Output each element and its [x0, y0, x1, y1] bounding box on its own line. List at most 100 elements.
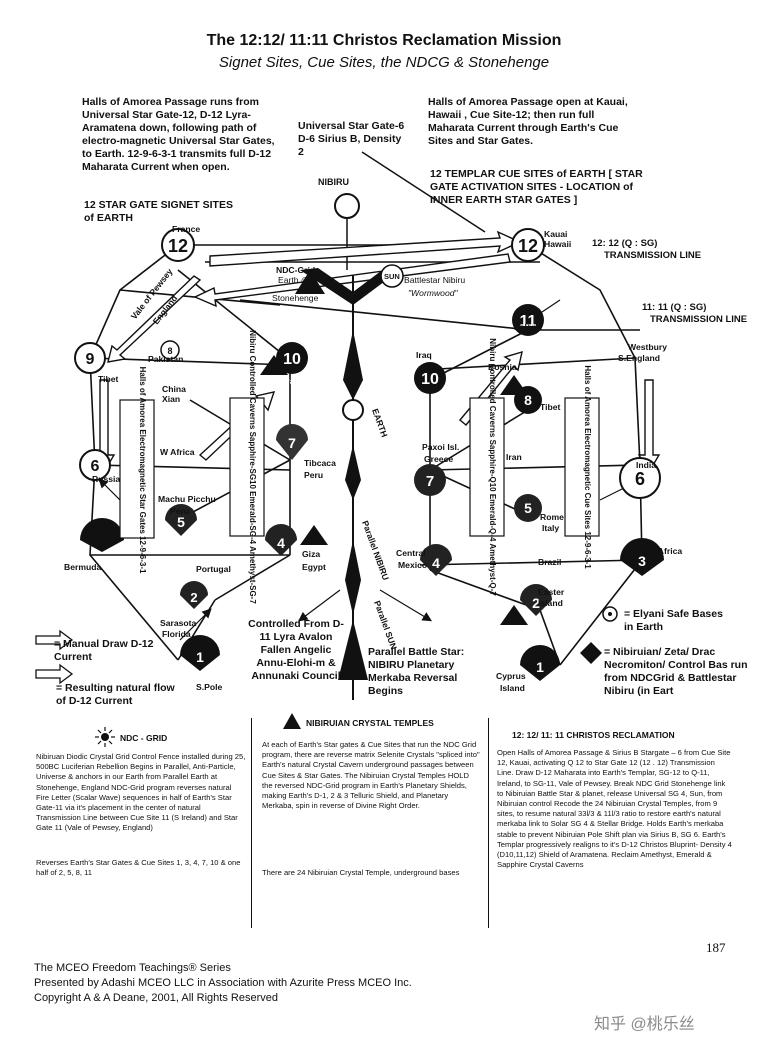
watermark: 知乎 @桃乐丝	[594, 1016, 695, 1033]
note-star-gate-6: Universal Star Gate-6 D-6 Sirius B, Dens…	[298, 120, 405, 158]
nibiruian-control-icon	[580, 642, 602, 664]
label-1212-line-b: TRANSMISSION LINE	[604, 250, 701, 261]
footer-presented-by: Presented by Adashi MCEO LLC in Associat…	[34, 977, 412, 989]
label-peru-middle: Peru	[170, 506, 189, 516]
label-egypt: Egypt	[302, 562, 326, 572]
label-ndc-grid: NDC-Grid	[276, 265, 315, 275]
label-caverns-right: Nibiru Controlled Caverns Sapphire-Q10 E…	[488, 338, 497, 596]
star-gate-diagram: Halls of Amorea Electromagnetic Star Gat…	[64, 151, 747, 700]
svg-text:1: 1	[196, 649, 204, 665]
label-parallel-nibiru: Parallel NIBIRU	[360, 519, 391, 581]
label-cyprus-island: Island	[500, 683, 525, 693]
heading-cue-sites: 12 TEMPLAR CUE SITES of EARTH [ STAR GAT…	[430, 168, 643, 206]
label-s-africa: S Africa	[650, 546, 682, 556]
label-tibcaca: Tibcaca	[304, 458, 336, 468]
label-hawaii: Hawaii	[544, 239, 571, 249]
label-bermuda: Bermuda	[64, 562, 101, 572]
svg-text:12: 12	[518, 236, 538, 256]
label-pakistan: Pakistan	[148, 354, 183, 364]
label-island: Island	[538, 598, 563, 608]
label-s-pole: S.Pole	[196, 682, 222, 692]
label-cyprus: Cyprus	[496, 671, 526, 681]
label-giza: Giza	[302, 549, 320, 559]
nibiru-planet-icon	[334, 193, 360, 219]
label-mexico: Mexico	[398, 560, 427, 570]
legend-nibiruian-control: = Nibiruian/ Zeta/ Drac Necromiton/ Cont…	[604, 646, 748, 697]
svg-text:12: 12	[168, 236, 188, 256]
label-westbury: Westbury	[628, 342, 667, 352]
svg-text:1: 1	[536, 659, 544, 675]
legend-elyani-safe-bases: = Elyani Safe Bases in Earth	[624, 608, 723, 633]
svg-text:4: 4	[432, 555, 440, 571]
label-battlestar: Battlestar Nibiru	[404, 275, 465, 285]
column-reclamation-text: Open Halls of Amorea Passage & Sirius B …	[497, 748, 732, 870]
natural-flow-arrow-icon	[35, 663, 74, 685]
label-earth-at: Earth @	[278, 275, 310, 285]
column-divider-right	[488, 718, 489, 928]
page-subtitle: Signet Sites, Cue Sites, the NDCG & Ston…	[218, 54, 550, 71]
svg-text:2: 2	[190, 590, 197, 605]
column-divider-left	[251, 718, 252, 928]
legend-arrow-icons	[35, 629, 74, 685]
label-easter: Easter	[538, 587, 565, 597]
svg-text:5: 5	[177, 514, 185, 530]
label-xian: Xian	[162, 394, 180, 404]
label-iran-right: Iran	[506, 452, 522, 462]
svg-text:11: 11	[520, 313, 537, 330]
label-peru-left: Peru	[304, 470, 323, 480]
legend-natural-flow: = Resulting natural flow of D-12 Current	[56, 682, 175, 707]
legend-parallel-battle-star: Parallel Battle Star: NIBIRU Planetary M…	[368, 646, 465, 697]
label-halls-right: Halls of Amorea Electromagnetic Cue Site…	[583, 365, 592, 569]
label-brazil: Brazil	[538, 557, 561, 567]
column-crystal-temples-heading: NIBIRUIAN CRYSTAL TEMPLES	[306, 718, 434, 728]
kauai-passage-line	[361, 151, 486, 233]
label-rome: Rome	[540, 512, 564, 522]
label-ireland: Ireland	[514, 322, 542, 332]
label-tibet-right: Tibet	[540, 402, 561, 412]
label-caverns-left: Nibiru Controlled Caverns Sapphire-SG10 …	[248, 330, 257, 604]
footer-series: The MCEO Freedom Teachings® Series	[34, 962, 231, 974]
label-boxes	[119, 397, 600, 539]
note-halls-open-kauai: Halls of Amorea Passage open at Kauai, H…	[428, 96, 628, 147]
column-ndc-grid-heading: NDC - GRID	[120, 733, 168, 743]
central-earth-axis	[300, 268, 400, 700]
svg-text:8: 8	[167, 346, 172, 356]
label-machu: Machu Picchu	[158, 494, 216, 504]
label-1111-line-b: TRANSMISSION LINE	[650, 314, 747, 325]
column-crystal-temples-text-2: There are 24 Nibiruian Crystal Temple, u…	[262, 868, 460, 877]
label-nibiru: NIBIRU	[318, 177, 349, 187]
label-russia: Russia	[92, 474, 120, 484]
sun-icon	[380, 264, 404, 288]
label-florida: Florida	[162, 629, 191, 639]
label-central: Central	[396, 548, 426, 558]
vertical-box-labels: Halls of Amorea Electromagnetic Star Gat…	[138, 330, 592, 604]
ndc-grid-sun-icon	[95, 727, 115, 747]
label-iran-left: Iran	[284, 376, 300, 386]
label-w-africa: W Africa	[160, 447, 195, 457]
label-1212-line: 12: 12 (Q : SG)	[592, 238, 657, 249]
label-sun: SUN	[384, 272, 400, 281]
footer-copyright: Copyright A & A Deane, 2001, All Rights …	[34, 992, 278, 1004]
svg-text:7: 7	[426, 473, 434, 490]
site-numbers: 12 12 9 6 10 11 10 8 6 7 5 7 4 5 2 1 4 2…	[86, 236, 647, 675]
label-parallel-sun: Parallel SUN	[372, 599, 399, 650]
label-halls-left: Halls of Amorea Electromagnetic Star Gat…	[138, 367, 147, 574]
label-sarasota: Sarasota	[160, 618, 197, 628]
svg-text:7: 7	[288, 435, 296, 451]
label-iraq: Iraq	[416, 350, 432, 360]
cue-site-discs	[414, 228, 664, 681]
column-crystal-temples-text: At each of Earth's Star gates & Cue Site…	[262, 740, 480, 811]
label-italy: Italy	[542, 523, 559, 533]
elyani-safe-base-icon	[602, 606, 618, 622]
legend-controlled-from-d11: Controlled From D-11 Lyra Avalon Fallen …	[248, 618, 344, 682]
crystal-temple-pyramid-icon	[283, 713, 301, 729]
note-halls-passage: Halls of Amorea Passage runs from Univer…	[82, 96, 275, 173]
label-1111-line: 11: 11 (Q : SG)	[642, 302, 706, 313]
heading-signet-sites: 12 STAR GATE SIGNET SITES of EARTH	[84, 199, 233, 224]
label-china: China	[162, 384, 186, 394]
svg-text:6: 6	[635, 469, 645, 489]
svg-text:4: 4	[277, 535, 285, 551]
column-reclamation-heading: 12: 12/ 11: 11 CHRISTOS RECLAMATION	[512, 730, 675, 740]
label-s-england: S.England	[618, 353, 660, 363]
page-title: The 12:12/ 11:11 Christos Reclamation Mi…	[206, 32, 562, 49]
